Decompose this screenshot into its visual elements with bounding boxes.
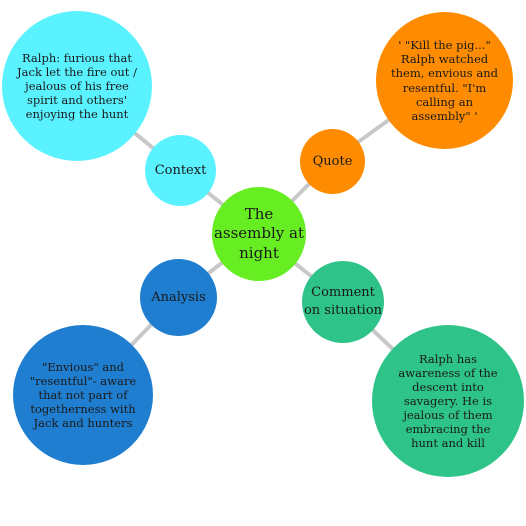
quote-detail-bubble: ' "Kill the pig..." Ralph watched them, … — [376, 12, 513, 149]
quote-label: Quote — [312, 153, 353, 169]
comment-bubble: Comment on situation — [302, 261, 384, 343]
context-detail-text: Ralph: furious that Jack let the fire ou… — [17, 50, 137, 122]
context-bubble: Context — [145, 135, 216, 206]
central-topic-bubble: The assembly at night — [212, 187, 306, 281]
analysis-detail-text: "Envious" and "resentful"- aware that no… — [29, 359, 137, 431]
quote-detail-text: ' "Kill the pig..." Ralph watched them, … — [391, 38, 498, 123]
analysis-label: Analysis — [151, 289, 206, 305]
context-detail-bubble: Ralph: furious that Jack let the fire ou… — [2, 11, 152, 161]
central-topic-label: The assembly at night — [213, 204, 305, 262]
context-label: Context — [154, 162, 207, 178]
quote-bubble: Quote — [300, 129, 365, 194]
analysis-detail-bubble: "Envious" and "resentful"- aware that no… — [13, 325, 153, 465]
analysis-bubble: Analysis — [140, 259, 217, 336]
comment-detail-bubble: Ralph has awareness of the descent into … — [372, 325, 524, 477]
comment-detail-text: Ralph has awareness of the descent into … — [398, 351, 498, 451]
comment-label: Comment on situation — [303, 284, 383, 318]
